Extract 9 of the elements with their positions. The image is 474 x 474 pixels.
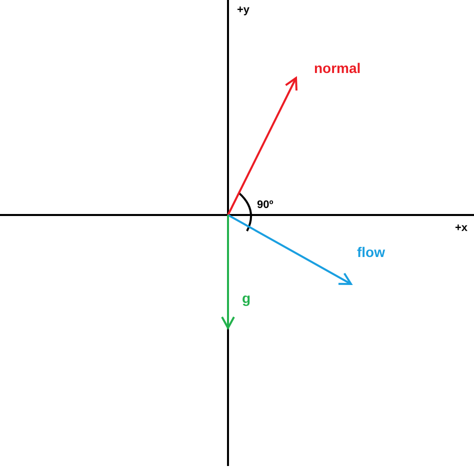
axis-label: +x	[455, 222, 468, 234]
axis-label: 90º	[257, 199, 274, 211]
vector-arrow	[221, 215, 235, 329]
vector-arrow	[227, 77, 298, 216]
vector-label: flow	[351, 244, 393, 284]
vector-arrow	[228, 214, 352, 285]
axis-label: +y	[237, 4, 250, 16]
vector-label: g	[228, 290, 258, 328]
vector-label: normal	[296, 60, 366, 78]
